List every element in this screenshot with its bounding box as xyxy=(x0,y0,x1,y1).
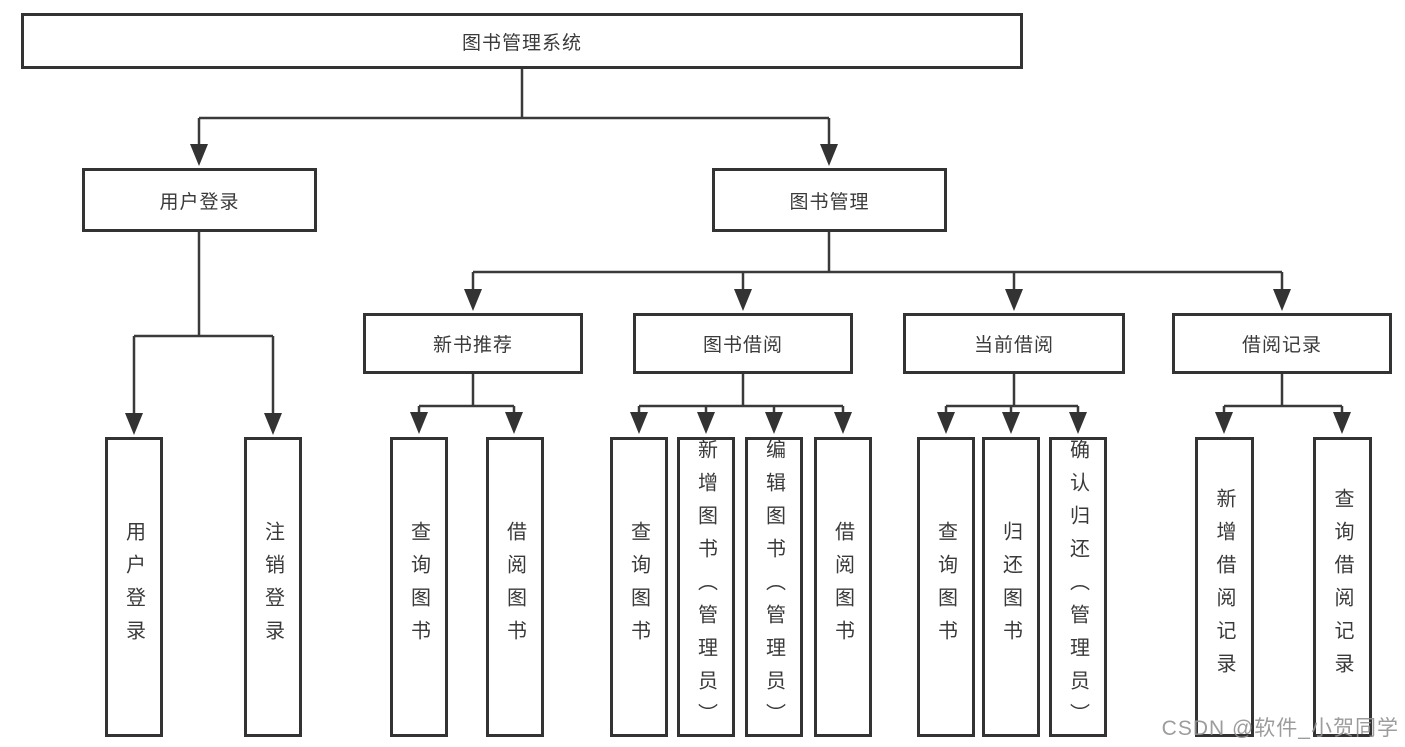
leaf-query-books-recommend-label: 查询图书 xyxy=(407,521,430,653)
leaf-query-books-current: 查询图书 xyxy=(917,437,975,737)
leaf-user-login: 用户登录 xyxy=(105,437,163,737)
node-book-management-label: 图书管理 xyxy=(789,191,870,213)
leaf-query-books-recommend: 查询图书 xyxy=(390,437,448,737)
leaf-edit-book-admin: 编辑图书（管理员） xyxy=(745,437,803,737)
node-current-borrowing: 当前借阅 xyxy=(903,313,1125,374)
leaf-add-borrow-record-label: 新增借阅记录 xyxy=(1213,488,1235,686)
leaf-borrow-books-recommend: 借阅图书 xyxy=(486,437,544,737)
leaf-logout: 注销登录 xyxy=(244,437,302,737)
leaf-query-borrow-record-label: 查询借阅记录 xyxy=(1331,488,1353,686)
leaf-add-book-admin-label: 新增图书（管理员） xyxy=(694,438,717,736)
leaf-return-book-label: 归还图书 xyxy=(999,521,1022,653)
node-book-borrowing: 图书借阅 xyxy=(633,313,853,374)
leaf-confirm-return-admin: 确认归还（管理员） xyxy=(1049,437,1107,737)
node-borrow-records-label: 借阅记录 xyxy=(1241,335,1322,356)
csdn-watermark: CSDN @软件_小贺同学 xyxy=(1161,717,1399,740)
node-library-system-label: 图书管理系统 xyxy=(461,32,582,54)
leaf-confirm-return-admin-label: 确认归还（管理员） xyxy=(1066,438,1089,736)
leaf-query-books-borrow: 查询图书 xyxy=(610,437,668,737)
node-user-login-label: 用户登录 xyxy=(159,191,240,213)
leaf-query-borrow-record: 查询借阅记录 xyxy=(1313,437,1372,737)
leaf-borrow-books-recommend-label: 借阅图书 xyxy=(503,521,526,653)
leaf-return-book: 归还图书 xyxy=(982,437,1040,737)
leaf-query-books-borrow-label: 查询图书 xyxy=(627,521,650,653)
leaf-user-login-label: 用户登录 xyxy=(122,521,145,653)
leaf-add-book-admin: 新增图书（管理员） xyxy=(677,437,735,737)
node-book-management: 图书管理 xyxy=(712,168,947,232)
node-current-borrowing-label: 当前借阅 xyxy=(973,335,1054,356)
leaf-borrow-books-label: 借阅图书 xyxy=(831,521,854,653)
node-book-borrowing-label: 图书借阅 xyxy=(702,335,783,356)
node-borrow-records: 借阅记录 xyxy=(1172,313,1392,374)
node-user-login: 用户登录 xyxy=(82,168,317,232)
leaf-add-borrow-record: 新增借阅记录 xyxy=(1195,437,1254,737)
leaf-query-books-current-label: 查询图书 xyxy=(934,521,957,653)
leaf-borrow-books: 借阅图书 xyxy=(814,437,872,737)
node-new-book-recommend-label: 新书推荐 xyxy=(432,335,513,356)
leaf-edit-book-admin-label: 编辑图书（管理员） xyxy=(762,438,785,736)
node-library-system: 图书管理系统 xyxy=(21,13,1023,69)
leaf-logout-label: 注销登录 xyxy=(261,521,284,653)
node-new-book-recommend: 新书推荐 xyxy=(363,313,583,374)
